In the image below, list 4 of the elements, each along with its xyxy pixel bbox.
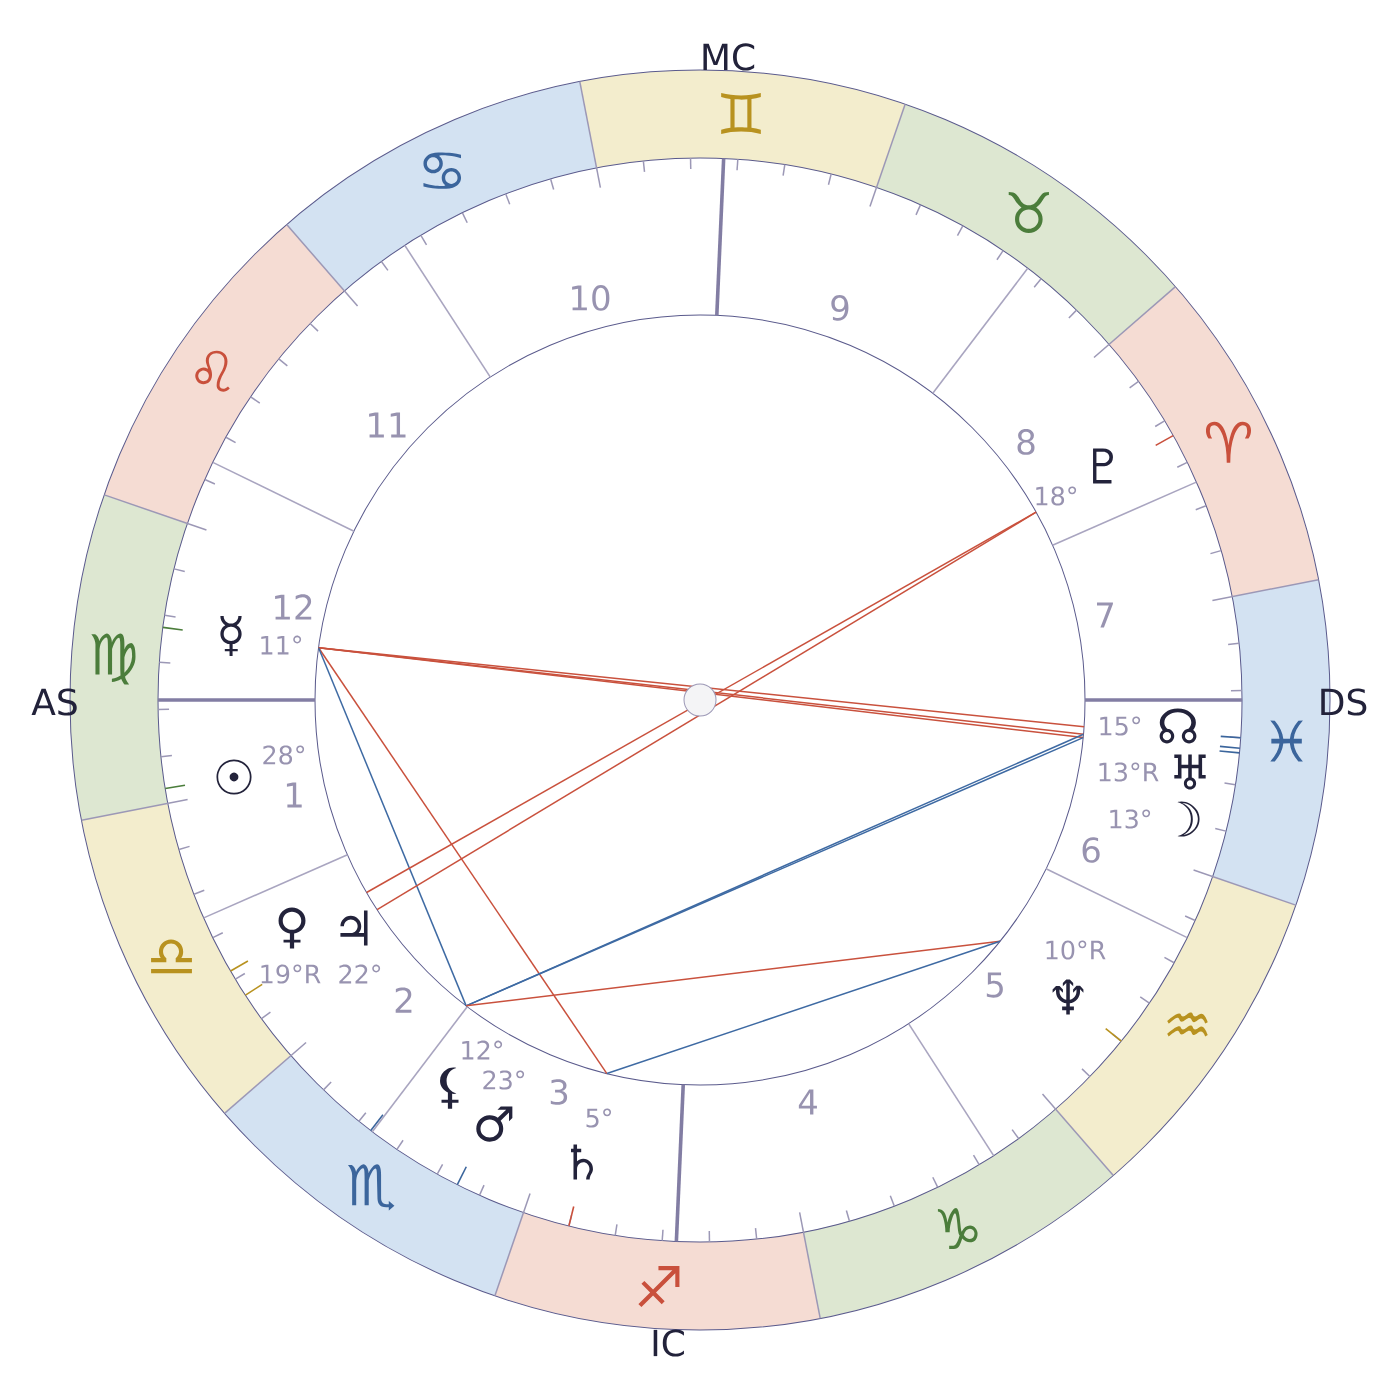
axis-label: MC bbox=[703, 43, 755, 71]
axis-label: IC bbox=[653, 1329, 684, 1357]
sign-segment: ♊ bbox=[579, 70, 906, 188]
sign-segment: ♐ bbox=[494, 1212, 821, 1330]
